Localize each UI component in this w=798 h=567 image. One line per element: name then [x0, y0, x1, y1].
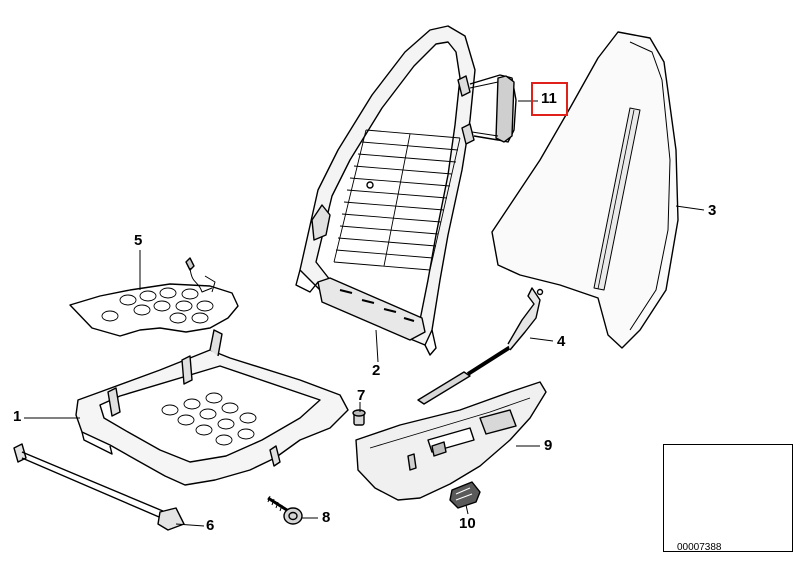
callout-8: 8 [322, 509, 331, 526]
callout-10: 10 [459, 515, 476, 532]
callout-2: 2 [372, 362, 381, 379]
side-trim-cover [355, 381, 547, 501]
bolt-part-7 [352, 409, 366, 426]
callout-1: 1 [13, 408, 22, 425]
backrest-frame [295, 25, 476, 356]
callout-11: 11 [541, 90, 557, 107]
clip-part-10 [449, 481, 481, 509]
callout-5: 5 [134, 232, 143, 249]
callout-6: 6 [206, 517, 215, 534]
callout-9: 9 [544, 437, 553, 454]
callout-4: 4 [557, 333, 566, 350]
backrest-rear-panel [491, 31, 679, 349]
callout-7: 7 [357, 387, 366, 404]
leader-lines [24, 100, 705, 527]
callout-3: 3 [708, 202, 717, 219]
seat-base-frame [75, 329, 349, 486]
screw-part-8 [267, 495, 303, 525]
highlight-box-part-11 [531, 82, 568, 116]
adjuster-cable [417, 287, 544, 405]
seat-heating-mat [69, 257, 239, 337]
vehicle-locator-thumbnail [663, 444, 793, 552]
headrest-bracket [469, 74, 517, 143]
diagram-code: 00007388 [677, 542, 722, 553]
